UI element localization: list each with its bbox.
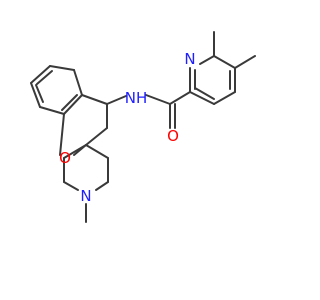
bond (63, 144, 87, 159)
bond (81, 94, 108, 105)
atom-labels: NH N O O N (59, 50, 196, 205)
molecule-structure: NH N O O N (30, 31, 256, 223)
bond (63, 181, 79, 191)
bond (199, 55, 215, 65)
bond (73, 69, 83, 96)
bond (213, 91, 236, 105)
bond (85, 127, 108, 146)
bond (30, 82, 41, 108)
bond (189, 91, 215, 105)
atom-o-chroman: O (59, 149, 71, 167)
atom-n-pyridine: N (184, 50, 195, 68)
bond (36, 70, 53, 85)
bond (145, 94, 171, 105)
bond (63, 94, 83, 115)
bond (49, 65, 75, 71)
bond (30, 65, 51, 84)
bond (169, 91, 191, 105)
bond (234, 55, 256, 69)
bond (194, 87, 215, 100)
bond (61, 94, 78, 111)
bond (59, 113, 65, 156)
atom-o-carbonyl: O (167, 127, 179, 145)
bond (85, 144, 109, 159)
bond (95, 181, 109, 191)
bond (35, 84, 44, 103)
atom-n-piperidine: N (80, 187, 91, 205)
bond (213, 55, 236, 69)
bonds (30, 31, 256, 223)
bond (39, 106, 65, 115)
bond (106, 95, 127, 105)
atom-n-amide: NH (125, 89, 148, 107)
